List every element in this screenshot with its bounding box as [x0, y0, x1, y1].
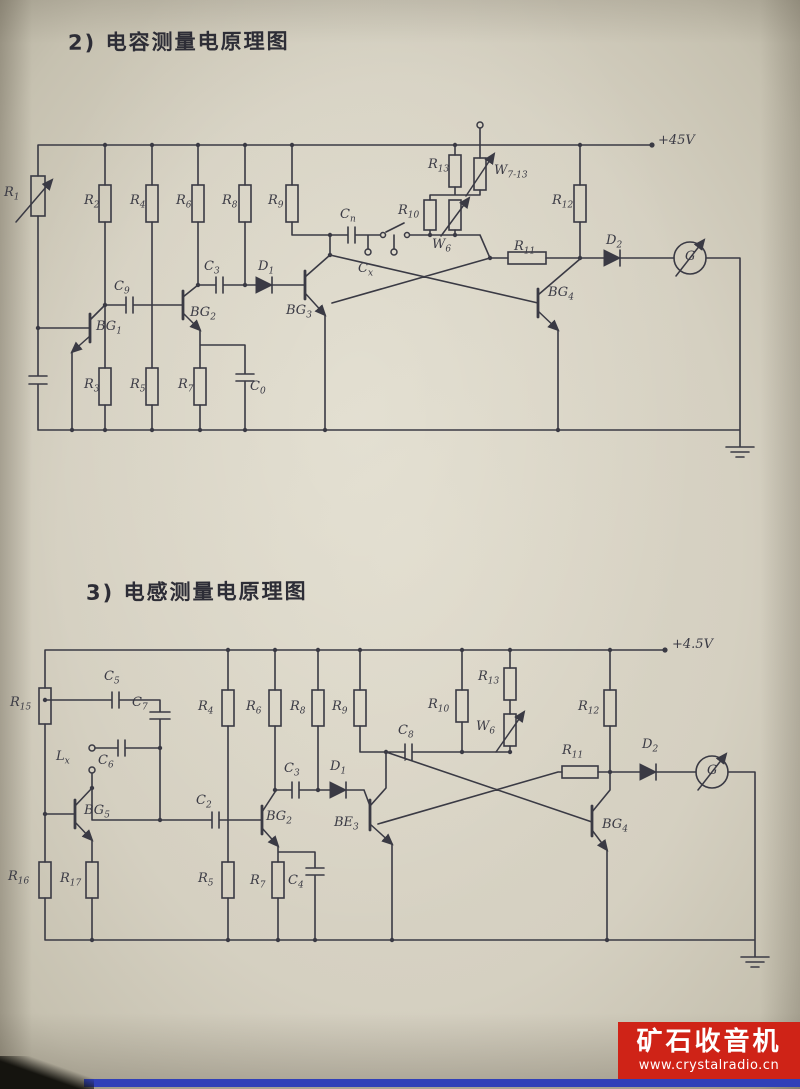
page-bottom-edge: [84, 1079, 800, 1087]
component-label-r9: R9: [332, 699, 348, 717]
circuit1-resistor-bodies: [30, 154, 587, 406]
component-label-r9: R9: [268, 193, 284, 211]
circuit1-junction-dots: [35, 142, 655, 433]
component-label-lx: Lx: [56, 749, 70, 767]
component-label-g: G: [685, 249, 696, 264]
component-label-d2: D2: [606, 233, 623, 251]
component-label-d2: D2: [642, 737, 659, 755]
component-label-w7-13: W7-13: [494, 163, 528, 181]
component-label-r11: R11: [562, 743, 584, 761]
component-label-r10: R10: [428, 697, 450, 715]
component-label-c3: C3: [284, 761, 300, 779]
circuit1-diodes: [255, 249, 622, 294]
component-label-r17: R17: [60, 871, 82, 889]
component-label-r13: R13: [478, 669, 500, 687]
component-label-be3: BE3: [334, 815, 359, 833]
component-label-r12: R12: [578, 699, 600, 717]
circuit2-resistor-bodies: [38, 667, 617, 899]
component-label-d1: D1: [330, 759, 347, 777]
component-label-bg5: BG5: [84, 803, 110, 821]
circuit1-emitter-arrows: [70, 292, 560, 354]
component-label-bg3: BG3: [286, 303, 312, 321]
circuit2-diodes: [329, 763, 658, 799]
component-label-c2: C2: [196, 793, 212, 811]
component-label-r5: R5: [198, 871, 214, 889]
circuit2-potentiometer-arrows: [495, 710, 526, 753]
circuit2-junction-dots: [42, 647, 668, 943]
component-label-w6: W6: [476, 719, 496, 737]
component-label-cx: Cx: [358, 261, 374, 279]
component-label-w6: W6: [432, 237, 452, 255]
circuit2-meter: [695, 752, 729, 791]
component-label-r8: R8: [290, 699, 306, 717]
component-label-r1: R1: [4, 185, 20, 203]
diagram2-title: 3) 电感测量电原理图: [85, 579, 308, 605]
circuit2-emitter-arrows: [74, 821, 609, 852]
component-label-+4.5v: +4.5V: [672, 637, 713, 652]
component-label-c6: C6: [98, 753, 114, 771]
component-label-c7: C7: [132, 695, 148, 713]
circuit2-wires: [44, 649, 770, 968]
circuit1-terminals: [364, 121, 484, 256]
watermark-url: www.crystalradio.cn: [638, 1057, 780, 1073]
component-label-r3: R3: [84, 377, 100, 395]
component-label-c3: C3: [204, 259, 220, 277]
component-label-r12: R12: [552, 193, 574, 211]
component-label-bg4: BG4: [548, 285, 574, 303]
component-label-r6: R6: [246, 699, 262, 717]
component-label-r10: R10: [398, 203, 420, 221]
component-label-r4: R4: [198, 699, 214, 717]
diagram1-title: 2) 电容测量电原理图: [67, 29, 290, 55]
component-label-r11: R11: [514, 239, 536, 257]
circuit-capacitance: [15, 121, 755, 458]
circuit1-meter: [673, 238, 707, 277]
component-label-r16: R16: [8, 869, 30, 887]
component-label-g: G: [707, 763, 718, 778]
page-corner-shadow: [0, 1056, 94, 1089]
component-label-r5: R5: [130, 377, 146, 395]
component-label-cn: Cn: [340, 207, 356, 225]
circuit1-potentiometer-arrows: [15, 152, 496, 237]
component-label-bg4: BG4: [602, 817, 628, 835]
component-label-+45v: +45V: [658, 133, 695, 148]
component-label-bg2: BG2: [190, 305, 216, 323]
component-label-c9: C9: [114, 279, 130, 297]
component-label-r2: R2: [84, 193, 100, 211]
component-label-r7: R7: [250, 873, 266, 891]
component-label-bg1: BG1: [96, 319, 122, 337]
component-label-r6: R6: [176, 193, 192, 211]
watermark: 矿石收音机 www.crystalradio.cn: [618, 1022, 800, 1079]
component-label-c5: C5: [104, 669, 120, 687]
circuit-inductance: [38, 647, 770, 968]
component-label-d1: D1: [258, 259, 275, 277]
component-label-c0: C0: [250, 379, 266, 397]
component-label-bg2: BG2: [266, 809, 292, 827]
circuit2-transistor-bars: [73, 798, 594, 838]
circuit2-terminals: [88, 744, 96, 774]
component-label-r7: R7: [178, 377, 194, 395]
component-label-r13: R13: [428, 157, 450, 175]
component-label-c4: C4: [288, 873, 304, 891]
component-label-r15: R15: [10, 695, 32, 713]
circuit1-transistor-bars: [88, 269, 540, 344]
watermark-title: 矿石收音机: [636, 1027, 782, 1058]
component-label-r8: R8: [222, 193, 238, 211]
component-label-c8: C8: [398, 723, 414, 741]
circuit1-wires: [28, 127, 755, 458]
component-label-r4: R4: [130, 193, 146, 211]
